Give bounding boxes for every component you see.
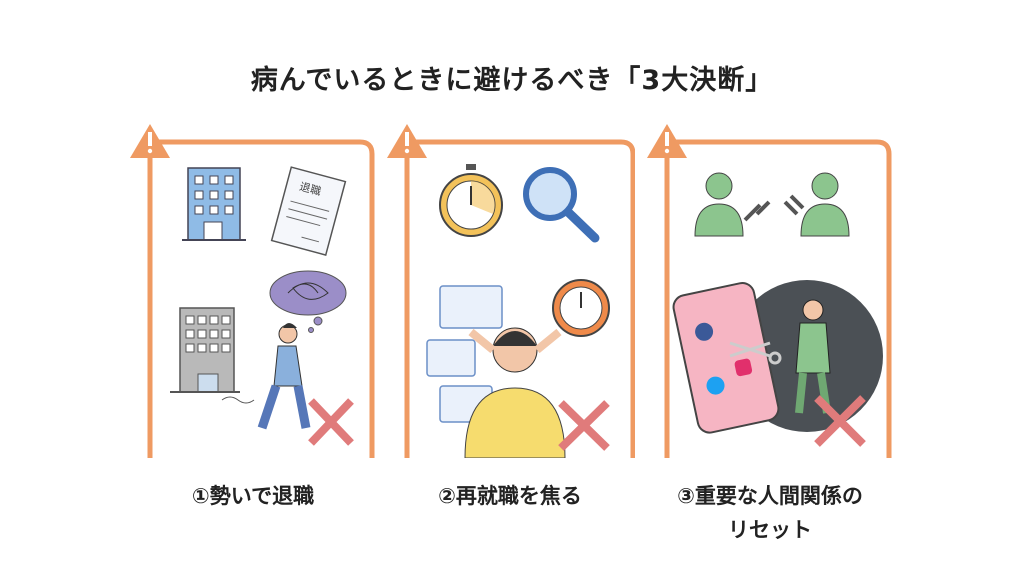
warning-icon [387, 124, 427, 158]
alarm-clock-icon [552, 279, 610, 337]
warning-frame [147, 139, 375, 458]
people-icon [694, 172, 850, 237]
stressed-person-icon [464, 327, 566, 458]
scissors-icon [729, 341, 782, 365]
warning-icon [647, 124, 687, 158]
warning-frame [404, 139, 635, 458]
panel-quit-job: 退職 [128, 118, 378, 458]
cross-mark-icon [558, 400, 610, 451]
page-title: 病んでいるときに避けるべき「3大決断」 [250, 65, 774, 96]
cutting-person-icon [795, 299, 831, 414]
thought-cloud-icon [269, 270, 347, 333]
broken-chain-icon [743, 194, 805, 222]
caption-1: ①勢いで退職 [191, 484, 315, 508]
cross-mark-icon [814, 395, 866, 447]
caption-3-line1: ③重要な人間関係の [677, 484, 863, 508]
job-listing-cards-icon [426, 285, 503, 423]
cross-mark-icon [308, 398, 354, 446]
smartphone-icon [672, 282, 780, 434]
warning-frame [664, 139, 892, 458]
caption-3-line2: リセット [728, 518, 812, 542]
walking-person-icon [221, 323, 311, 430]
warning-icon [130, 124, 170, 158]
panel-rush-job-search [385, 118, 635, 458]
svg-text:退職: 退職 [298, 180, 323, 198]
grey-building-icon [170, 307, 240, 393]
caption-2: ②再就職を焦る [438, 484, 582, 508]
stopwatch-icon [439, 164, 503, 237]
resignation-letter-icon: 退職 [270, 166, 347, 256]
panel-relationship-reset [645, 118, 895, 458]
magnifier-icon [523, 167, 600, 243]
office-building-icon [182, 167, 246, 241]
